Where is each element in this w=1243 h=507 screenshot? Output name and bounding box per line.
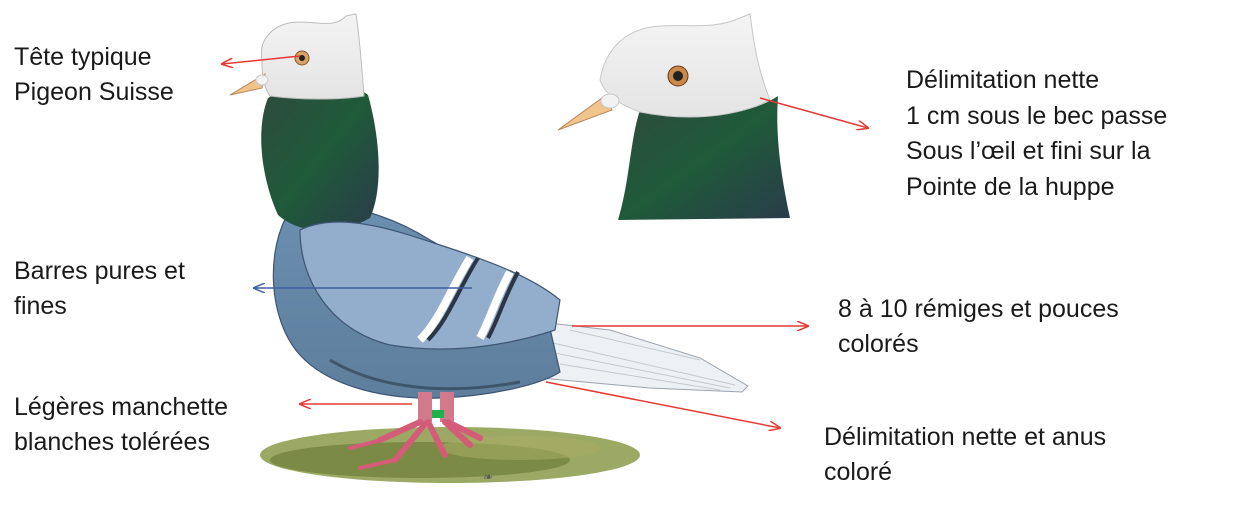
label-line: Pointe de la huppe <box>906 170 1167 206</box>
label-line: Barres pures et <box>14 254 185 289</box>
artist-signature: ❧ <box>481 470 492 485</box>
detail-head <box>558 14 790 220</box>
ground-patch <box>260 427 640 483</box>
label-line: Sous l’œil et fini sur la <box>906 134 1167 170</box>
label-line: Tête typique <box>14 40 174 75</box>
label-line: 8 à 10 rémiges et pouces <box>838 292 1119 327</box>
leg-band <box>432 410 444 418</box>
label-wing-bars: Barres pures et fines <box>14 254 185 324</box>
label-line: 1 cm sous le bec passe <box>906 99 1167 135</box>
label-clean-delimitation: Délimitation nette 1 cm sous le bec pass… <box>906 63 1167 205</box>
label-line: Pigeon Suisse <box>14 75 174 110</box>
neck <box>261 83 378 230</box>
label-flights: 8 à 10 rémiges et pouces colorés <box>838 292 1119 362</box>
head-main <box>261 14 364 99</box>
label-line: colorés <box>838 327 1119 362</box>
label-typical-head: Tête typique Pigeon Suisse <box>14 40 174 110</box>
label-line: fines <box>14 289 185 324</box>
label-muffs: Légères manchette blanches tolérées <box>14 390 228 460</box>
label-line: blanches tolérées <box>14 425 228 460</box>
label-line: Délimitation nette et anus <box>824 420 1106 455</box>
label-line: Délimitation nette <box>906 63 1167 99</box>
label-line: Légères manchette <box>14 390 228 425</box>
label-vent: Délimitation nette et anus coloré <box>824 420 1106 490</box>
label-line: coloré <box>824 455 1106 490</box>
